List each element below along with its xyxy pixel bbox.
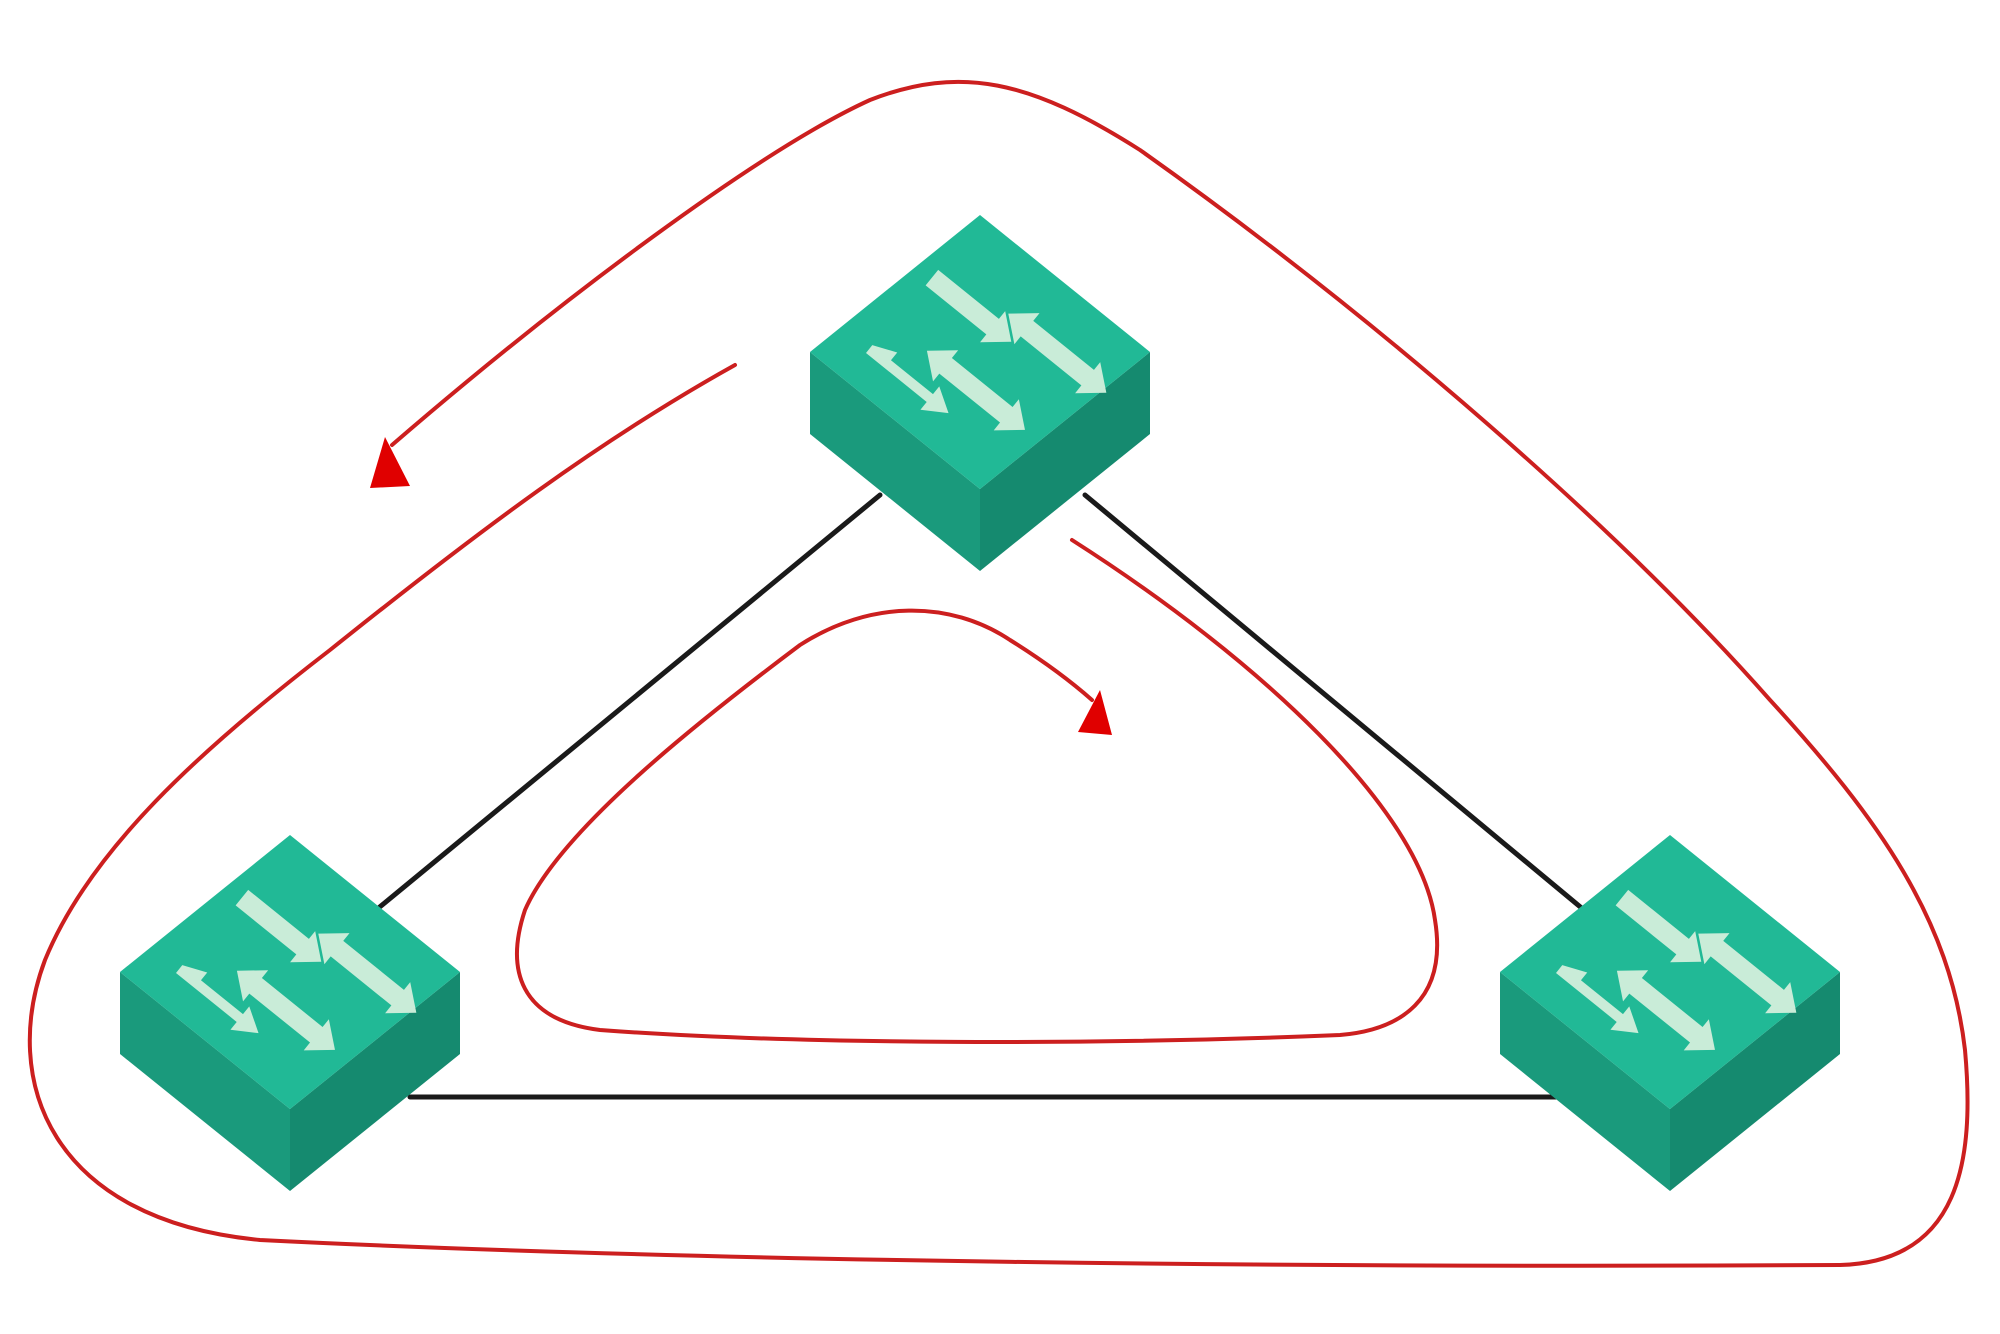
switch-left	[120, 835, 460, 1191]
switch-right	[1500, 835, 1840, 1191]
link-top-left	[367, 492, 883, 918]
network-switch-icon	[1500, 835, 1840, 1191]
inner-loop-arrowhead	[1078, 690, 1112, 735]
network-switch-icon	[810, 215, 1150, 571]
network-links	[367, 492, 1593, 1100]
inner-loop-path	[515, 538, 1440, 1044]
link-top-right	[1082, 492, 1593, 918]
outer-loop-arrowhead	[370, 437, 410, 488]
switch-top	[810, 215, 1150, 571]
outer-loop-path	[27, 79, 1970, 1268]
network-switch-icon	[120, 835, 460, 1191]
